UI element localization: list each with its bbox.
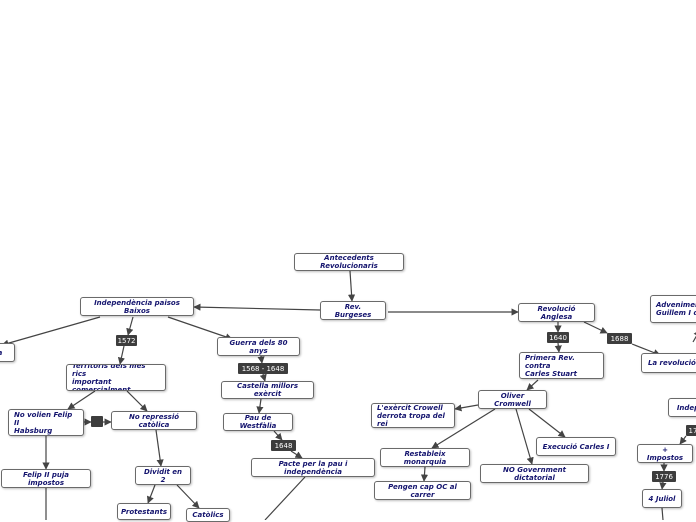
topic-label: Execució Carles I [542, 442, 610, 451]
connector-line [257, 355, 265, 364]
relationship-label-tblank[interactable] [91, 416, 103, 427]
connector-line [661, 507, 664, 520]
topic-label: La revolució G [647, 359, 696, 367]
topic-node-castella[interactable]: Castella millors exèrcit [221, 381, 314, 399]
topic-label: No volien Felip II Habsburg [14, 410, 73, 435]
connector-line [146, 484, 156, 504]
topic-label: Adveniment Guillem I d' [656, 301, 696, 317]
connector-line [659, 481, 667, 490]
topic-node-restableix[interactable]: Restableix monarquia [380, 448, 470, 467]
connector-line [420, 466, 429, 482]
topic-label: Felip II puja impostos [23, 470, 69, 487]
connector-line [347, 270, 356, 302]
connector-line [176, 484, 200, 509]
connector-line [126, 390, 148, 412]
connector-line [692, 329, 696, 343]
relationship-label-t1572[interactable]: 1572 [116, 335, 137, 346]
topic-node-burgeses[interactable]: Rev. Burgeses [320, 301, 386, 320]
connector-line [679, 435, 687, 445]
connector-line [290, 450, 303, 459]
connector-line [167, 316, 233, 341]
topic-label: Primera Rev. contra Carles Stuart [525, 353, 577, 378]
connector-line [126, 316, 134, 336]
connector-line [273, 430, 283, 441]
topic-node-impostos[interactable]: + Impostos [637, 444, 693, 463]
topic-label: Oliver Cromwell [494, 391, 531, 408]
connector-line [431, 408, 496, 449]
topic-node-rev-anglesa[interactable]: Revolució Anglesa [518, 303, 595, 322]
topic-node-indep-baixos[interactable]: Independència paisos Baixos [80, 297, 194, 316]
topic-node-no-repressio[interactable]: No repressió catòlica [111, 411, 197, 430]
topic-label: L'exèrcit Crowell derrota tropa del rei [377, 403, 445, 428]
topic-label: NO Government dictatorial [503, 465, 566, 482]
topic-node-primera-rev[interactable]: Primera Rev. contra Carles Stuart [519, 352, 604, 379]
relationship-label-t1776[interactable]: 1776 [652, 471, 676, 482]
topic-node-juliol[interactable]: 4 Juliol [642, 489, 682, 508]
topic-label: Territoris dels més rics important comer… [72, 364, 146, 391]
connector-line [554, 342, 562, 353]
relationship-label-t1568[interactable]: 1568 - 1648 [238, 363, 288, 374]
topic-label: Revolució Anglesa [537, 304, 576, 321]
topic-label: Indep [676, 403, 696, 412]
connector-line [264, 476, 306, 520]
connector-line [526, 379, 539, 391]
topic-node-pengen[interactable]: Pengen cap OC al carrer [374, 481, 471, 500]
topic-label: Dividit en 2 [143, 467, 183, 484]
topic-node-execucio[interactable]: Execució Carles I [536, 437, 616, 456]
topic-label: Pau de Westfàlia [239, 414, 277, 430]
topic-label: Antecedents Revolucionaris [320, 254, 378, 270]
relationship-label-t1648[interactable]: 1648 [271, 440, 296, 451]
topic-label: Castella millors exèrcit [236, 382, 298, 398]
topic-node-oliver[interactable]: Oliver Cromwell [478, 390, 547, 409]
topic-node-guerra80[interactable]: Guerra dels 80 anys [217, 337, 300, 356]
topic-node-territoris[interactable]: Territoris dels més rics important comer… [66, 364, 166, 391]
topic-label: Independència paisos Baixos [94, 298, 180, 315]
topic-label: Pengen cap OC al carrer [388, 482, 457, 499]
relationship-label-t1640[interactable]: 1640 [547, 332, 569, 343]
topic-label: Guerra dels 80 anys [229, 338, 288, 355]
topic-node-dividit[interactable]: Dividit en 2 [135, 466, 191, 485]
connector-line [117, 345, 125, 365]
topic-label: Pacte per la pau i independència [278, 459, 348, 476]
connector-line [583, 321, 608, 334]
topic-node-rev-gloriosa[interactable]: La revolució G [641, 353, 696, 373]
topic-node-no-volien[interactable]: No volien Felip II Habsburg [8, 409, 84, 436]
topic-label: Restableix monarquia [403, 449, 447, 466]
topic-label: No repressió catòlica [128, 412, 180, 429]
topic-node-root[interactable]: Antecedents Revolucionaris [294, 253, 404, 271]
connector-line [193, 303, 321, 311]
topic-node-pacte-pau[interactable]: Pacte per la pau i independència [251, 458, 375, 477]
connector-line [515, 408, 534, 465]
topic-label: da [0, 349, 2, 357]
relationship-label-t17[interactable]: 17 [686, 425, 696, 436]
topic-node-da[interactable]: da [0, 343, 15, 362]
connector-line [155, 429, 164, 467]
connector-line [256, 398, 264, 414]
topic-label: 4 Juliol [648, 494, 676, 503]
relationship-label-t1688[interactable]: 1688 [607, 333, 632, 344]
connector-line [1, 316, 101, 347]
topic-node-protestants[interactable]: Protestants [117, 503, 171, 520]
topic-label: Rev. Burgeses [334, 302, 372, 319]
topic-node-adveniment[interactable]: Adveniment Guillem I d' [650, 295, 696, 323]
topic-node-no-govern[interactable]: NO Government dictatorial [480, 464, 589, 483]
connector-line [259, 373, 267, 382]
connector-line [454, 404, 479, 412]
topic-node-exercit-crowell[interactable]: L'exèrcit Crowell derrota tropa del rei [371, 403, 455, 428]
connector-line [67, 390, 96, 410]
topic-node-felip-puja[interactable]: Felip II puja impostos [1, 469, 91, 488]
topic-label: Catòlics [192, 511, 224, 519]
topic-label: + Impostos [646, 445, 684, 462]
topic-node-indep-right[interactable]: Indep [668, 398, 696, 417]
connector-line [528, 408, 566, 438]
topic-node-pau-westfalia[interactable]: Pau de Westfàlia [223, 413, 293, 431]
topic-label: Protestants [121, 507, 168, 516]
